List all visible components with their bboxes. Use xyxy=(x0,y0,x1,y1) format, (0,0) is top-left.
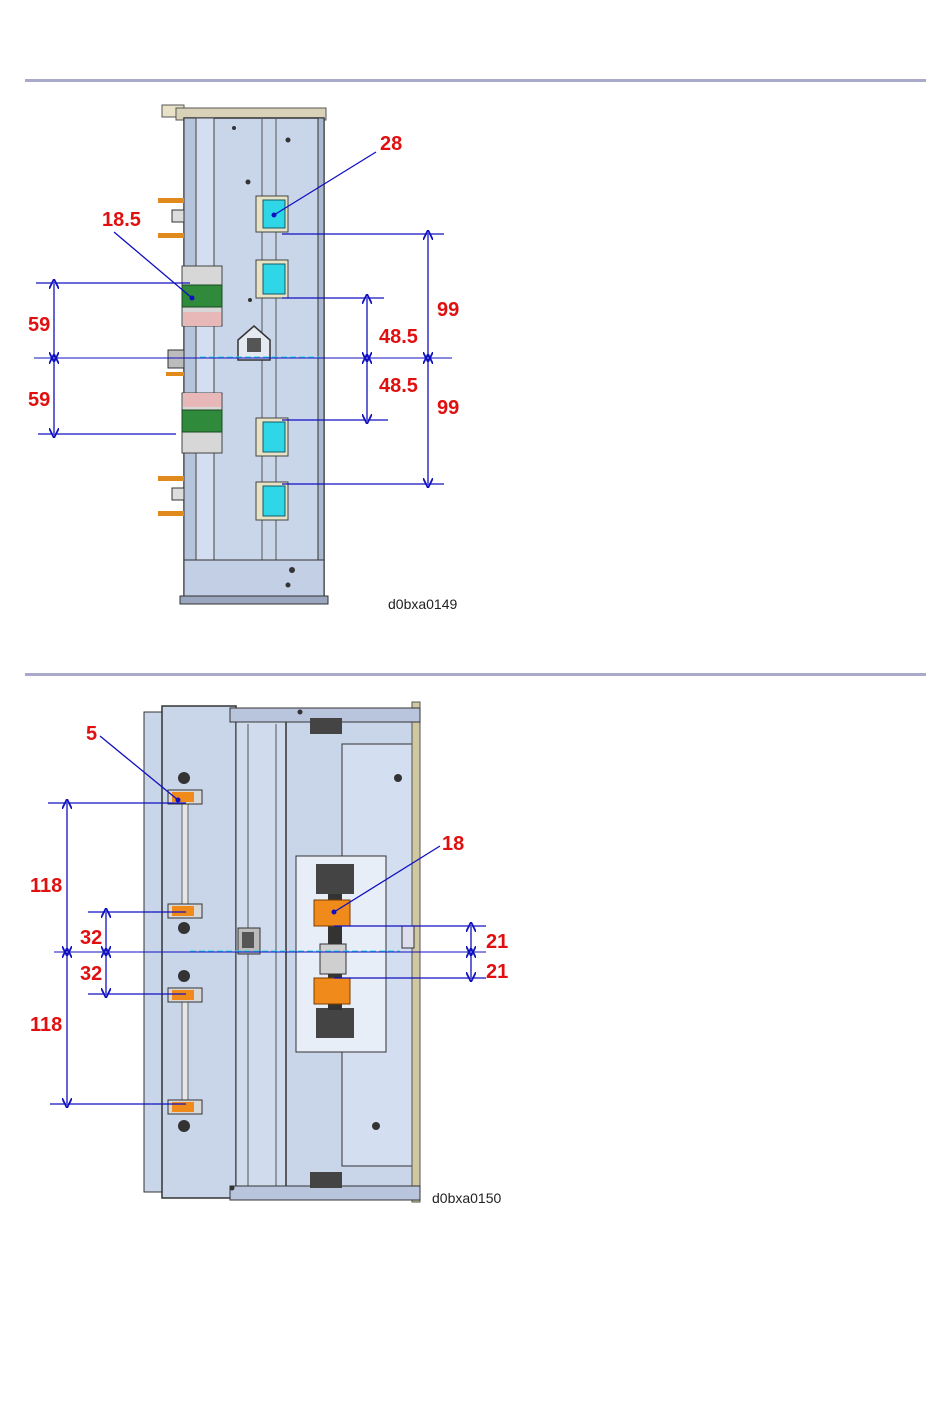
figure-2-code: d0bxa0150 xyxy=(432,1190,502,1206)
figure-1-code: d0bxa0149 xyxy=(388,596,458,612)
dimension-32-bottom: 32 xyxy=(80,963,102,985)
dimension-118-top: 118 xyxy=(30,875,62,897)
dimension-32-top: 32 xyxy=(80,927,102,949)
dimension-99-bottom: 99 xyxy=(437,397,459,419)
dimension-59-top: 59 xyxy=(28,314,50,336)
figure-1-drawing xyxy=(34,105,452,604)
dimension-21-bottom: 21 xyxy=(486,961,508,983)
dimension-99-top: 99 xyxy=(437,299,459,321)
dimension-118-bottom: 118 xyxy=(30,1014,62,1036)
part-label-5: 5 xyxy=(86,723,97,745)
dimension-48-5-bottom: 48.5 xyxy=(379,375,418,397)
dimension-48-5-top: 48.5 xyxy=(379,326,418,348)
part-label-18-5: 18.5 xyxy=(102,209,141,231)
dimension-21-top: 21 xyxy=(486,931,508,953)
part-label-18: 18 xyxy=(442,833,464,855)
part-label-28: 28 xyxy=(380,133,402,155)
figure-2-drawing xyxy=(54,702,486,1202)
dimension-59-bottom: 59 xyxy=(28,389,50,411)
